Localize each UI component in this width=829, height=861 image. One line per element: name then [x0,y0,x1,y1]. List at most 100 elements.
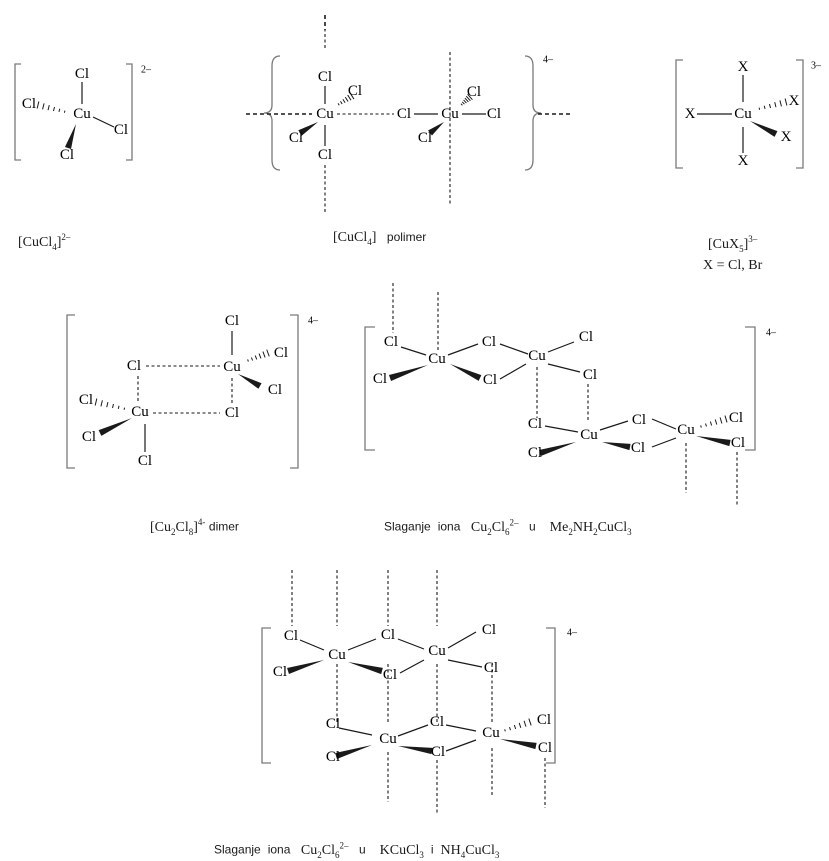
cl-atom: Cl [729,410,743,426]
hash-stroke [106,402,109,408]
brace-right [524,55,542,171]
cl-atom: Cl [482,334,496,350]
bond [651,418,677,430]
bond [544,425,579,433]
cl-atom: Cl [273,664,287,680]
cl-atom: Cl [274,345,288,361]
cu-atom: Cu [131,404,149,420]
hash-stroke [100,400,103,407]
bond [445,724,477,732]
cl-atom: Cl [632,412,646,428]
cu-atom: Cu [441,106,459,122]
hash-stroke [266,349,270,357]
hash-stroke [513,724,517,730]
hash-stroke [42,103,45,110]
wedge-bond [287,660,324,675]
hash-stroke [523,720,527,727]
cu-atom: Cu [677,422,695,438]
bracket-right [796,59,804,169]
hash-stroke [518,722,522,728]
hash-stroke [700,425,702,428]
brace-left [263,55,281,171]
bracket-left [66,314,75,469]
cl-atom: Cl [579,329,593,345]
caption-cux5: [CuX5]3–X = Cl, Br [703,234,763,274]
cl-atom: Cl [284,628,298,644]
hash-stroke [509,726,511,731]
caption-cucl4: [CuCl4]2– [18,232,71,252]
cl-atom: Cl [373,371,387,387]
charge-label: 3– [811,61,822,72]
bracket-left [14,63,21,161]
wedge-bond [539,442,576,457]
bond [400,346,427,356]
hashed-bond [36,101,66,113]
wedge-bond [398,746,433,755]
bracket-right [290,314,299,469]
bond [299,639,325,651]
bond [338,727,373,736]
bond [347,638,377,651]
bond [499,343,529,355]
caption-polymer: [CuCl4] polimer [333,230,427,247]
cu-atom: Cu [223,359,241,375]
caption-cux5-formula: [CuX5] [707,236,749,254]
wedge-bond [602,442,631,451]
hash-stroke [774,102,777,108]
bond [651,437,677,448]
hashed-bond [337,92,355,106]
hash-stroke [340,101,343,105]
caption-stack2-salt2: NH4CuCl3 [440,842,500,860]
hash-stroke [94,398,98,406]
hash-stroke [123,407,126,410]
bracket-left [675,59,683,169]
hashed-bond [758,98,788,110]
hash-stroke [36,101,40,109]
cl-atom: Cl [348,83,362,99]
bracket-stack2 [261,627,556,764]
charge-label: 4– [543,55,554,66]
x-atom: X [781,129,792,145]
hash-stroke [47,105,50,111]
cl-atom: Cl [430,714,444,730]
wedge-bond [298,122,318,136]
hash-stroke [724,415,728,423]
hash-stroke [758,107,761,110]
cl-atom: Cl [22,96,36,112]
wedge-bond [348,662,383,675]
hash-stroke [465,95,471,102]
hash-stroke [117,405,120,410]
wedge-bond [238,374,262,389]
hash-stroke [112,403,114,409]
hash-stroke [714,419,718,425]
caption-dimer-formula: [Cu2Cl8] [150,519,198,537]
wedge-bond [388,365,428,382]
cl-atom: Cl [383,667,397,683]
caption-cucl4-formula: [CuCl4] [18,234,62,252]
caption-stack2-salt1: KCuCl3 [379,842,424,860]
wedge-bond [428,122,444,136]
cl-atom: Cl [467,84,481,100]
cl-atom: Cl [431,744,445,760]
hash-stroke [347,94,352,101]
x-atom: X [738,59,749,75]
hash-stroke [337,103,340,106]
hash-stroke [58,108,61,113]
hashed-bond [247,349,270,362]
cl-atom: Cl [114,122,128,138]
cl-atom: Cl [528,445,542,461]
cu-atom: Cu [580,427,598,443]
wedge-bond [64,124,76,150]
caption-stack1-ion: Cu2Cl62– [470,517,519,537]
cl-atom: Cl [397,106,411,122]
wedge-bond [696,436,731,447]
cl-atom: Cl [79,392,93,408]
hash-stroke [342,98,346,104]
hash-stroke [705,423,707,427]
cl-atom: Cl [487,106,501,122]
cl-atom: Cl [75,66,89,82]
